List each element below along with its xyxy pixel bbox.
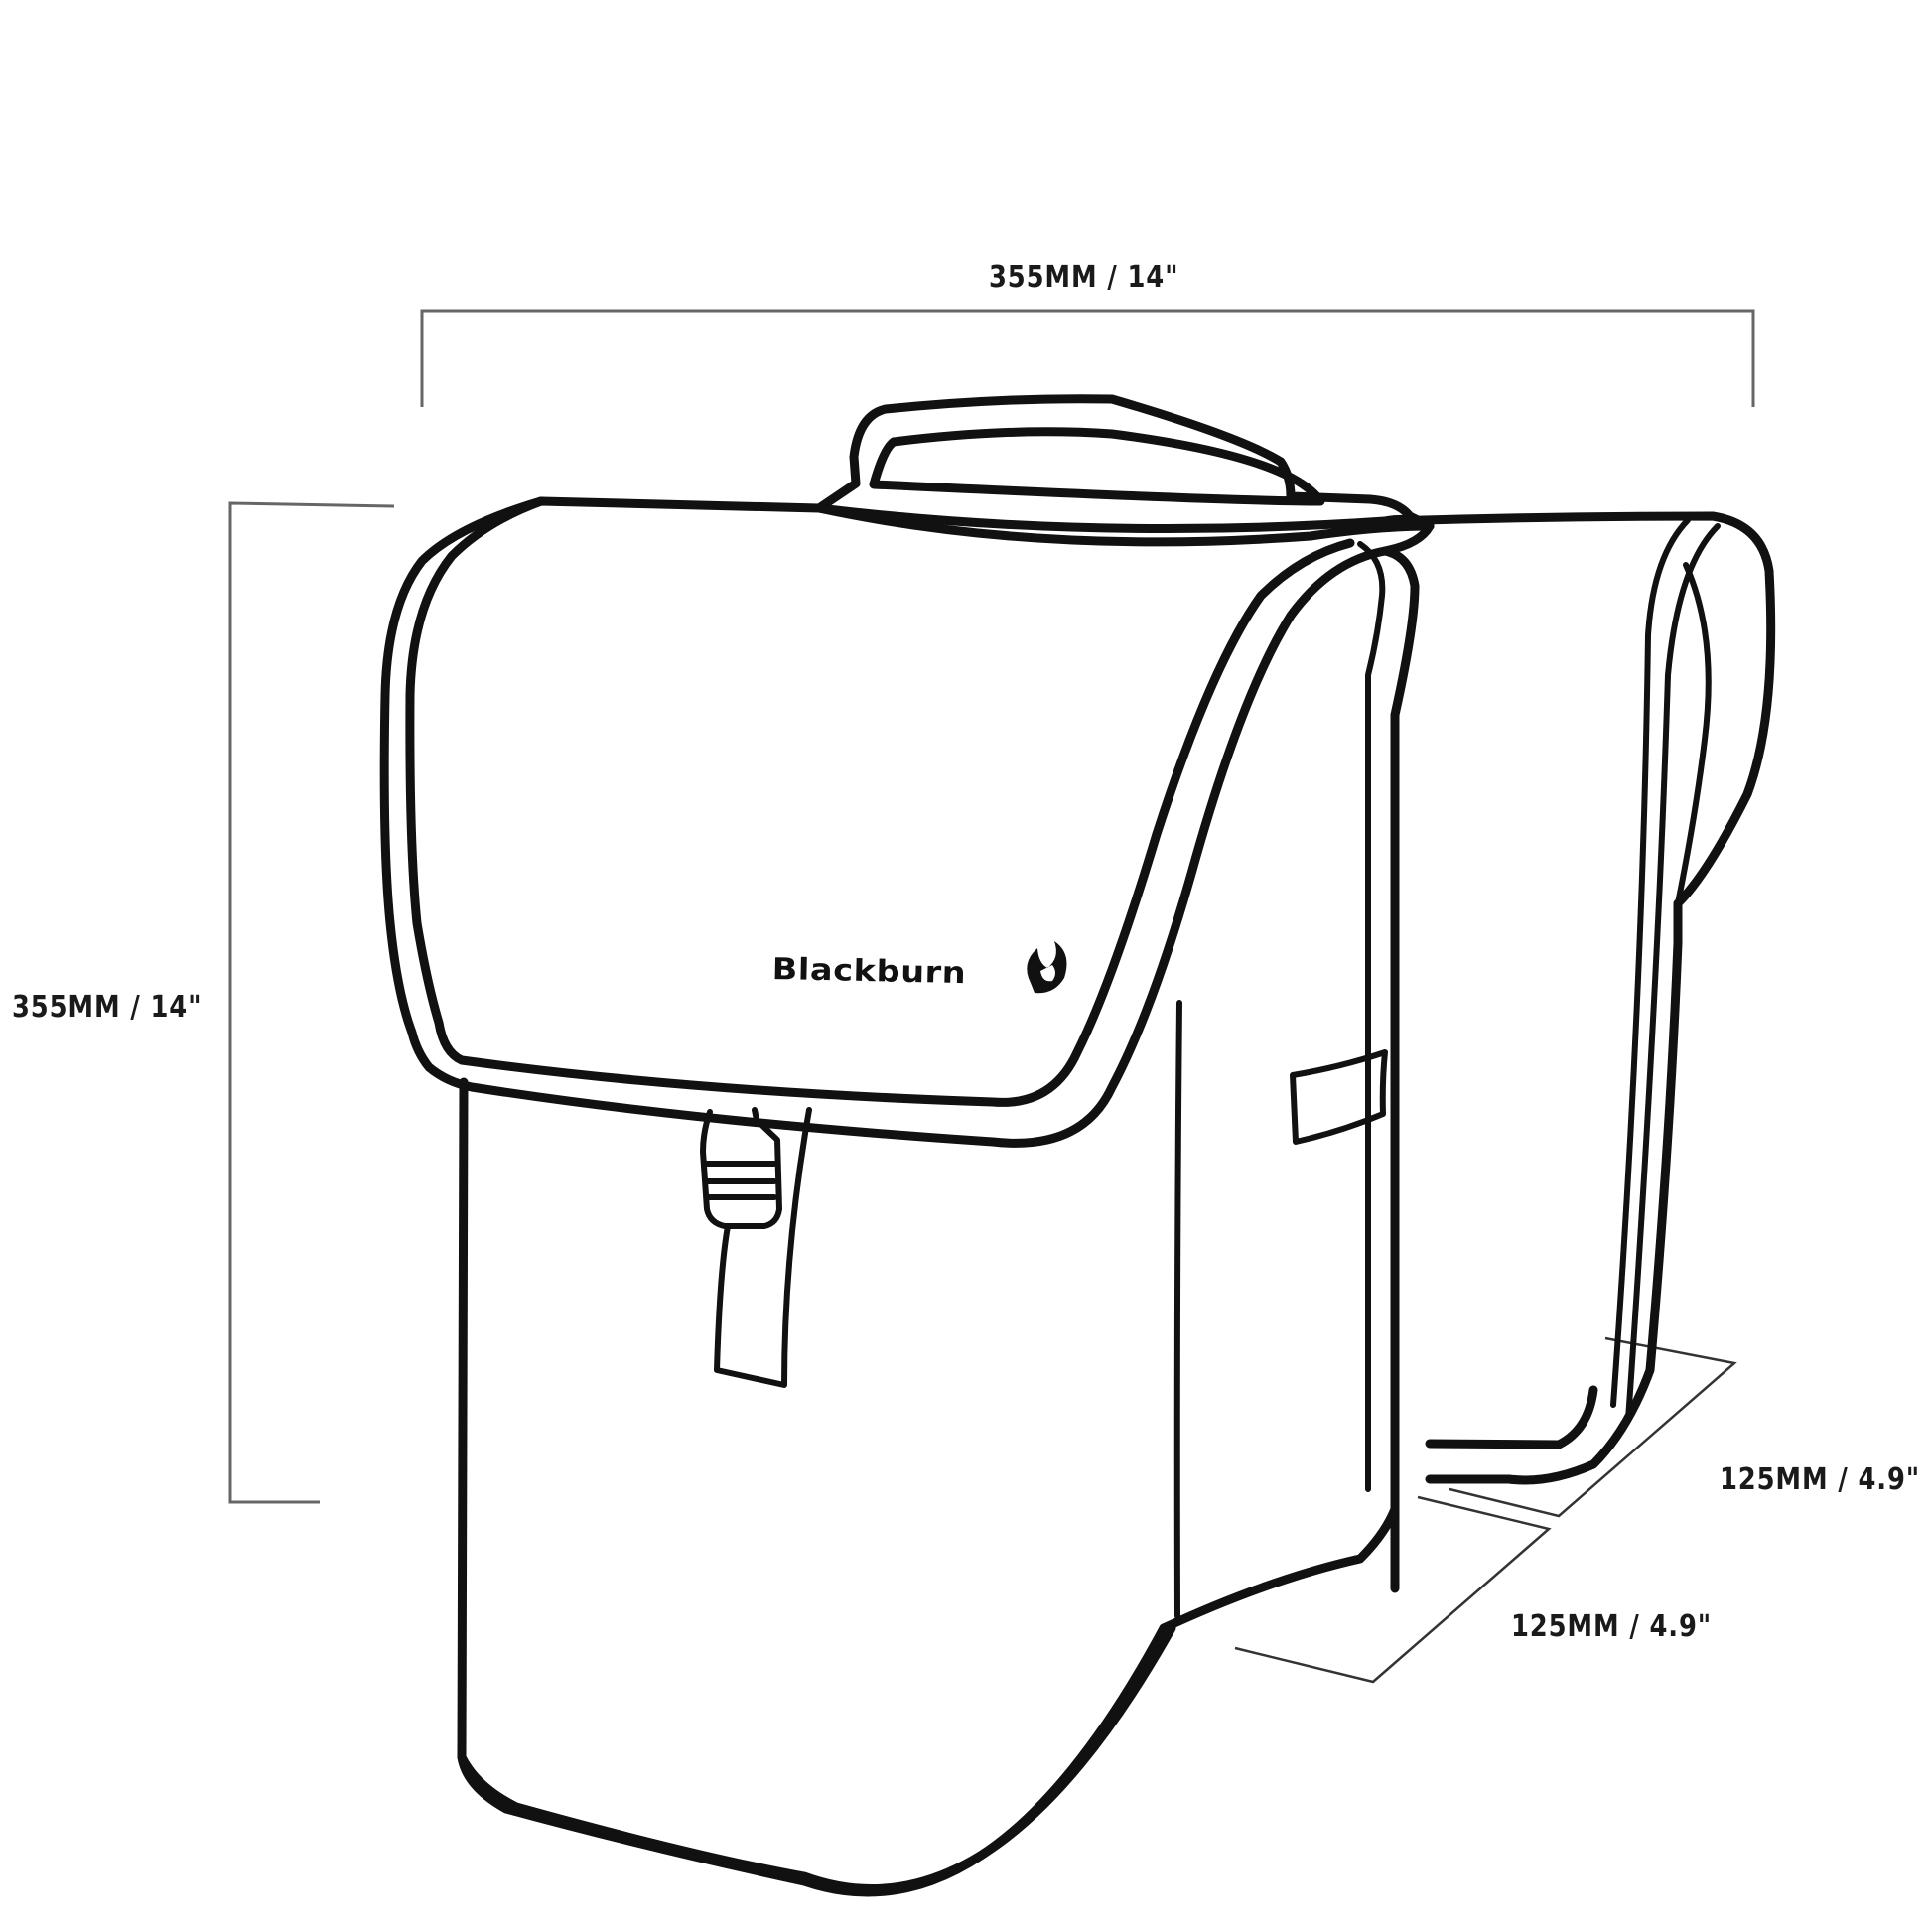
front-flap xyxy=(379,496,1435,1593)
brand-logo-text: Blackburn xyxy=(771,952,967,992)
depth-back-dimension-line xyxy=(1449,1336,1737,1518)
depth-front-dimension-line xyxy=(1234,1495,1552,1684)
carry-handle xyxy=(814,394,1435,547)
height-dimension-label: 355MM / 14" xyxy=(12,990,203,1025)
width-dimension-line xyxy=(420,309,1755,407)
front-body xyxy=(457,1000,1400,1897)
width-dimension-label: 355MM / 14" xyxy=(989,260,1179,295)
height-dimension-line xyxy=(228,501,395,1504)
flame-logo-icon xyxy=(1027,941,1067,994)
buckle-strap xyxy=(700,1107,812,1388)
side-label-tag xyxy=(1290,1049,1388,1145)
depth-back-dimension-label: 125MM / 4.9" xyxy=(1720,1462,1921,1497)
depth-front-dimension-label: 125MM / 4.9" xyxy=(1511,1609,1713,1644)
rear-pannier xyxy=(1380,511,1776,1485)
